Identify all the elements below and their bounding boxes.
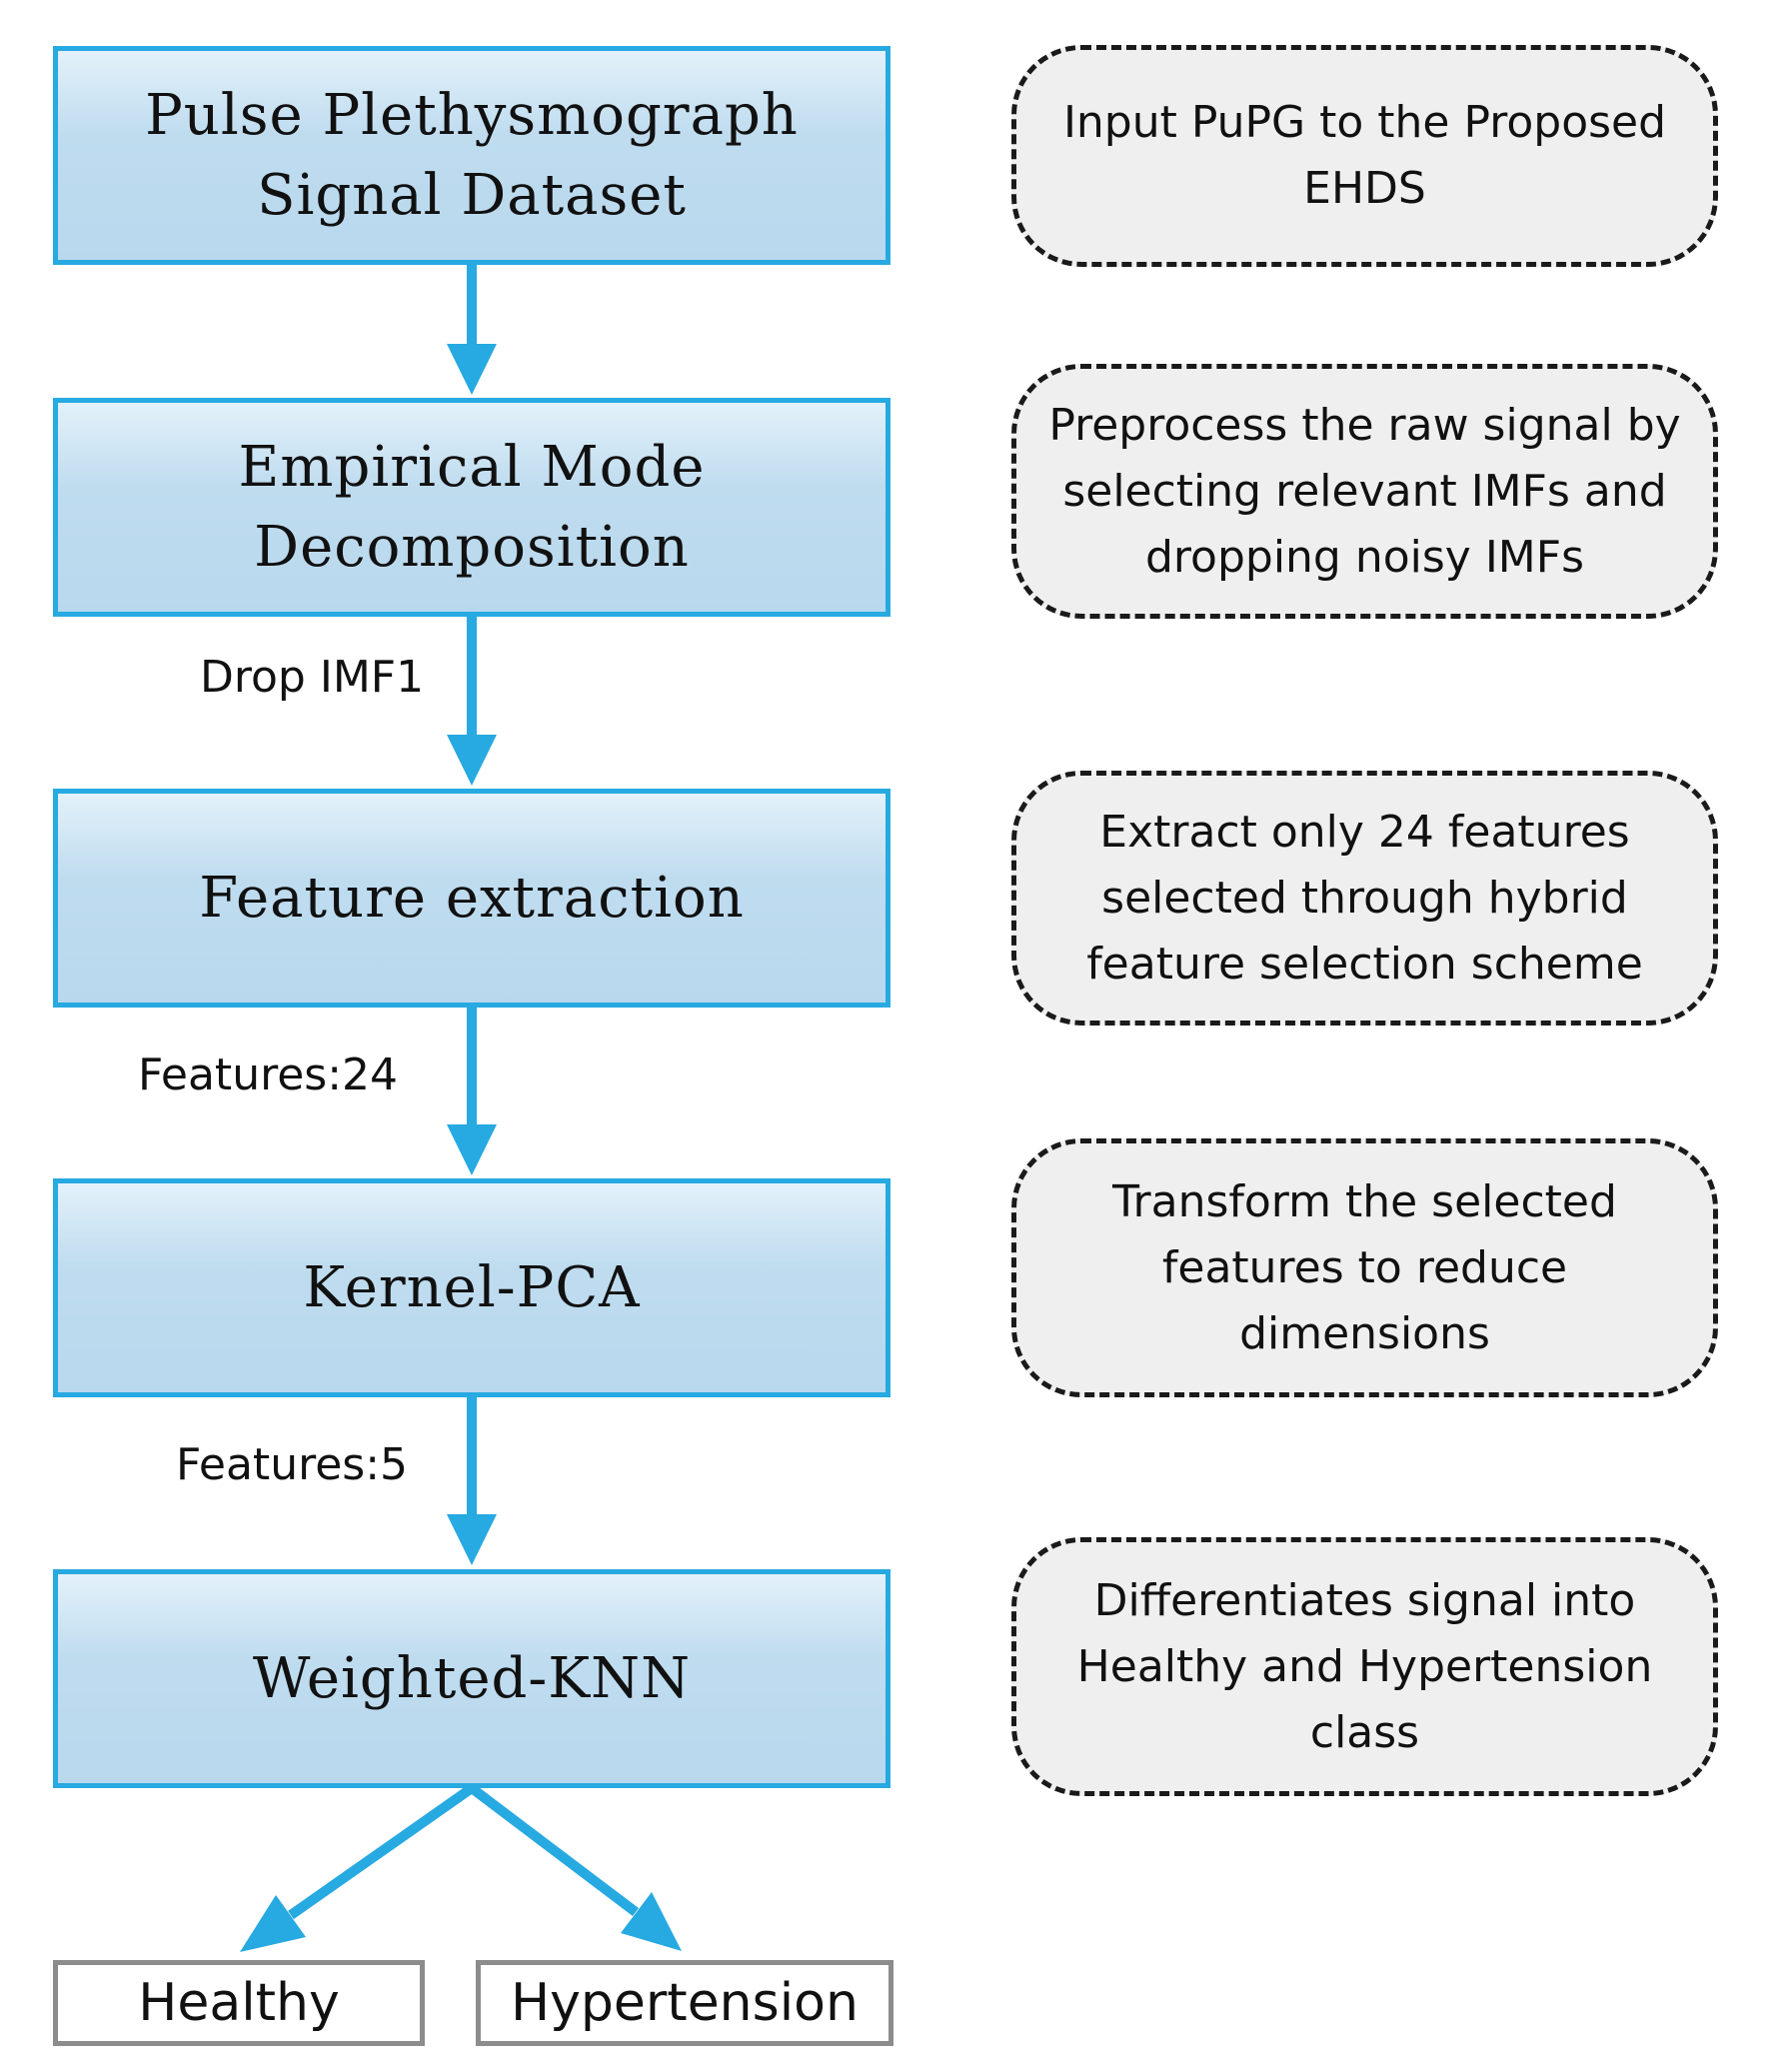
flow-label-features-5: Features:5 — [176, 1439, 409, 1490]
note-transform-features: Transform the selected features to reduc… — [1011, 1138, 1718, 1397]
step-feature-extraction: Feature extraction — [53, 789, 890, 1008]
arrow-weighted-knn-to-hypertension — [468, 1784, 682, 1951]
arrow-feature-extraction-to-kernel-pca — [447, 1008, 497, 1175]
outcome-hypertension: Hypertension — [476, 1960, 893, 2046]
flow-label-drop-imf1: Drop IMF1 — [200, 652, 425, 703]
outcome-healthy: Healthy — [53, 1960, 425, 2046]
note-extract-features: Extract only 24 features selected throug… — [1011, 771, 1718, 1026]
arrow-emd-to-feature-extraction — [447, 617, 497, 786]
step-kernel-pca: Kernel-PCA — [53, 1178, 890, 1397]
step-pulse-plethysmograph-signal-dataset: Pulse Plethysmograph Signal Dataset — [53, 46, 890, 265]
note-input-pupg: Input PuPG to the Proposed EHDS — [1011, 45, 1718, 267]
arrow-dataset-to-emd — [447, 265, 497, 395]
arrow-weighted-knn-to-healthy — [240, 1783, 475, 1952]
flow-label-features-24: Features:24 — [138, 1049, 399, 1100]
note-preprocess-signal: Preprocess the raw signal by selecting r… — [1011, 364, 1718, 619]
step-weighted-knn: Weighted-KNN — [53, 1569, 890, 1788]
step-empirical-mode-decomposition: Empirical Mode Decomposition — [53, 398, 890, 617]
arrow-kernel-pca-to-weighted-knn — [447, 1397, 497, 1565]
note-differentiate-signal: Differentiates signal into Healthy and H… — [1011, 1537, 1718, 1796]
